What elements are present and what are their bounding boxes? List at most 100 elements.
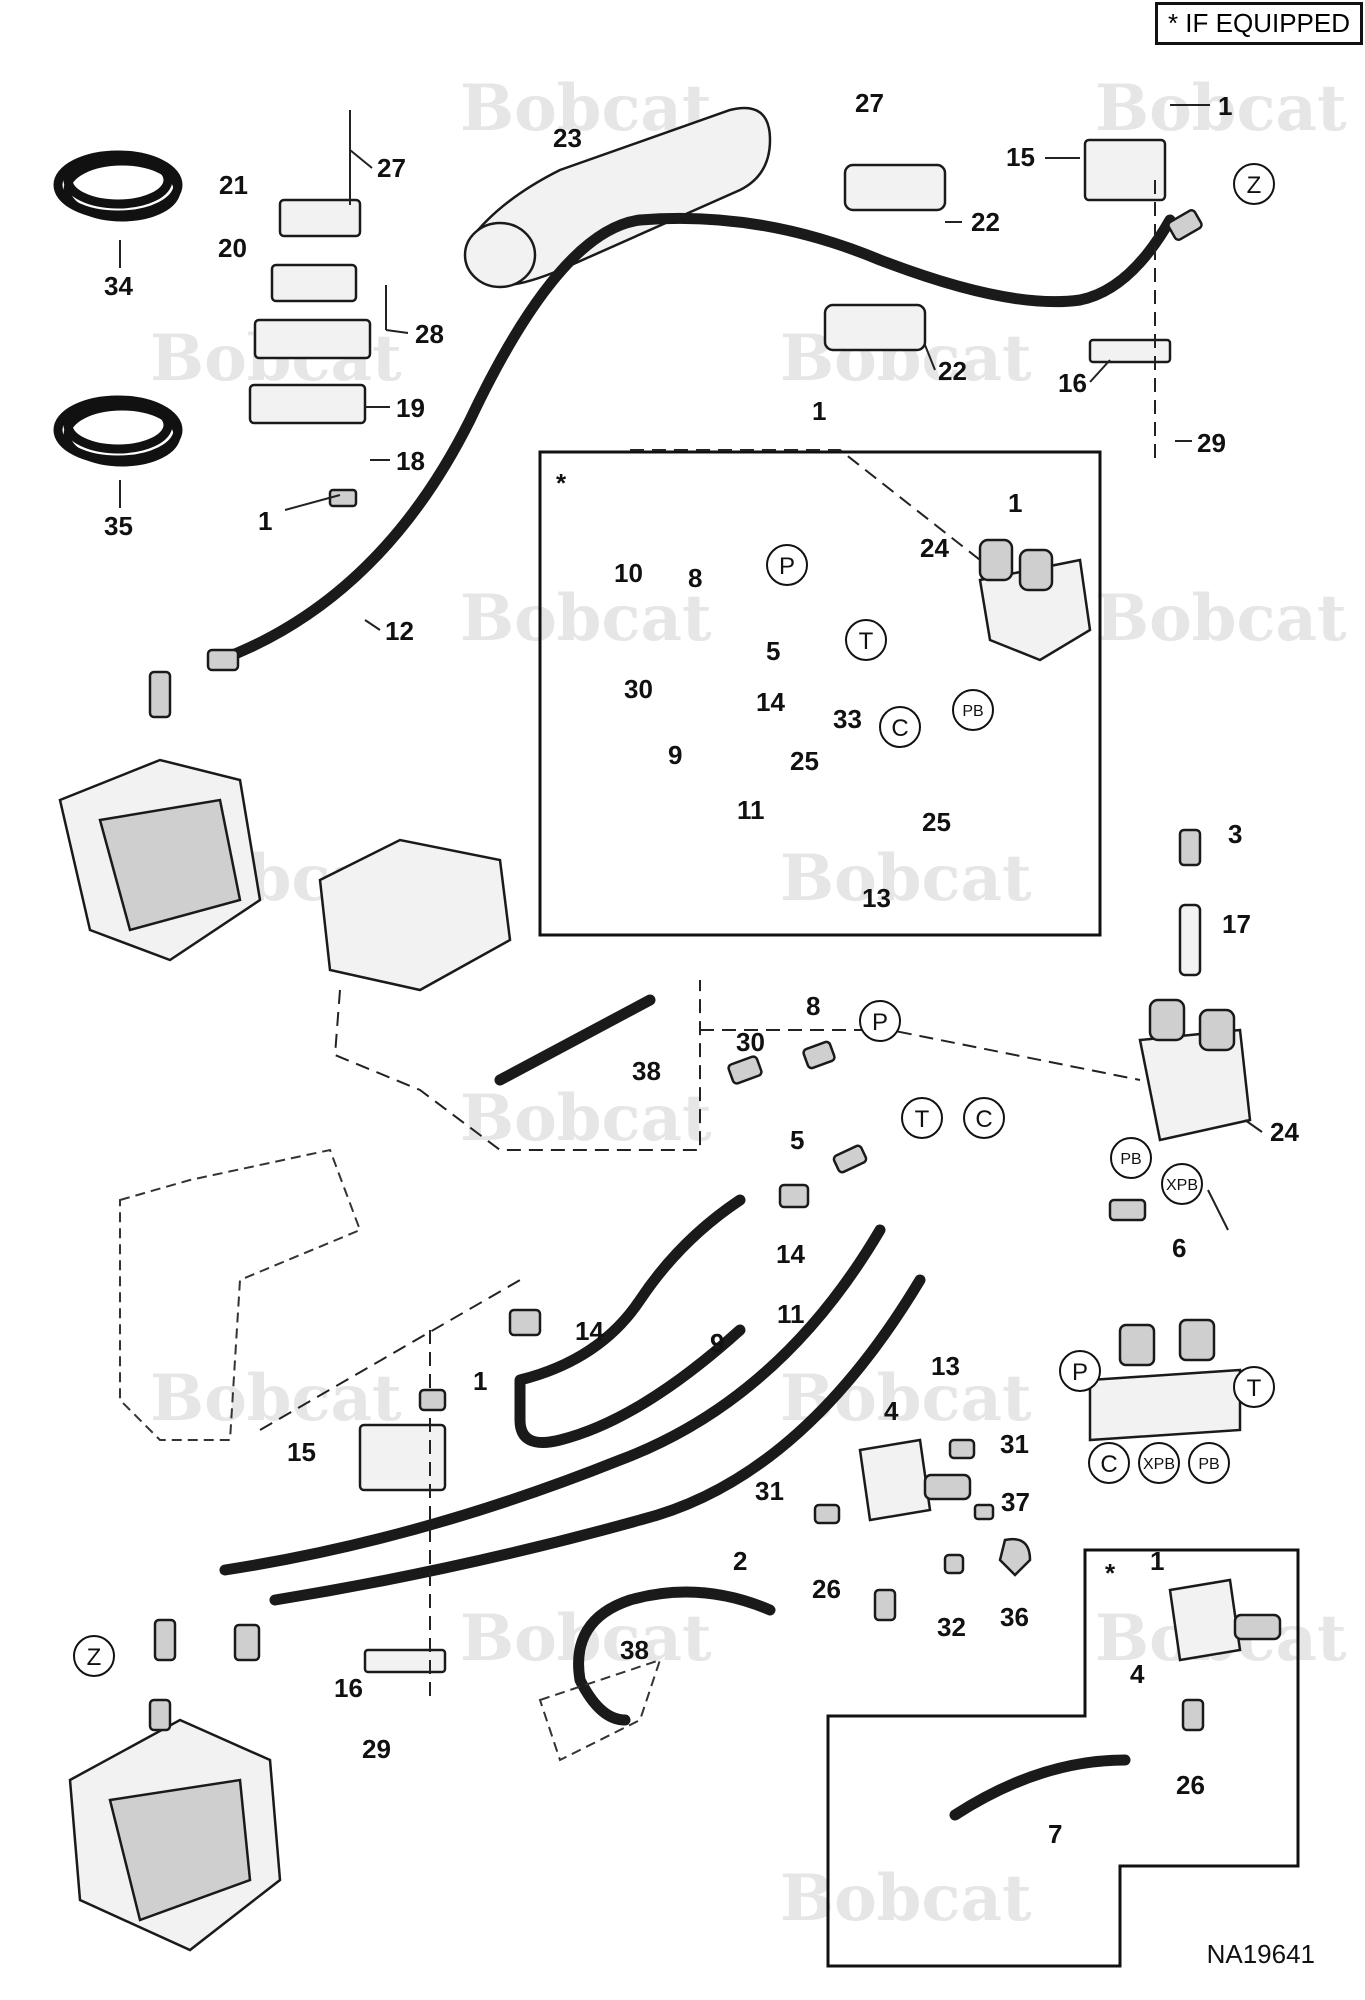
clamp-stack (248, 110, 387, 508)
callout: 22 (971, 207, 1000, 237)
port-label: PB (1120, 1151, 1141, 1168)
watermark-layer: Bobcat Bobcat Bobcat Bobcat Bobcat Bobca… (150, 71, 1347, 1936)
optional-brake-valve-inset-box (826, 1548, 1300, 1968)
callout: 29 (362, 1734, 391, 1764)
coiled-hose-34 (53, 150, 183, 222)
callout: 26 (1176, 1770, 1205, 1800)
callout: 32 (937, 1612, 966, 1642)
port-label: P (779, 553, 795, 580)
callout: 25 (922, 807, 951, 837)
callout: 17 (1222, 909, 1251, 939)
callout: 19 (396, 393, 425, 423)
port-xpb-main: XPB (1161, 1163, 1203, 1205)
hose-7 (949, 1754, 1131, 1821)
callout: 37 (1001, 1487, 1030, 1517)
port-label: C (1100, 1451, 1117, 1478)
callout-labels: 1 1 1 1 1 1 2 3 4 4 5 5 6 7 8 8 9 9 10 1… (104, 88, 1299, 1849)
callout: 14 (756, 687, 785, 717)
port-label: T (915, 1106, 930, 1133)
port-label: Z (1247, 172, 1262, 199)
hose-9 (514, 1194, 746, 1448)
callout: 26 (812, 1574, 841, 1604)
callout: 14 (776, 1239, 805, 1269)
callout: 34 (104, 271, 133, 301)
callout: 9 (710, 1328, 724, 1358)
port-label: XPB (1166, 1177, 1198, 1194)
hose-13 (269, 1274, 926, 1606)
callout: 16 (1058, 368, 1087, 398)
port-p-map: P (1059, 1350, 1101, 1392)
hose-12 (214, 212, 1176, 666)
hose-sleeve-23 (463, 106, 772, 289)
ghost-housing (119, 1148, 362, 1441)
callout: 15 (1006, 142, 1035, 172)
callout: 25 (790, 746, 819, 776)
callout: 4 (1130, 1659, 1145, 1689)
clamp-22-upper (843, 163, 947, 212)
callout: 8 (806, 991, 820, 1021)
nut-1 (328, 488, 358, 508)
port-label: PB (962, 703, 983, 720)
port-label: XPB (1143, 1456, 1175, 1473)
callout: 22 (938, 356, 967, 386)
callout: 11 (777, 1299, 805, 1329)
optional-marker: * (1105, 1558, 1116, 1588)
port-label: P (872, 1009, 888, 1036)
route-p-main (700, 1029, 1141, 1081)
optional-marker: * (556, 468, 567, 498)
callout: 1 (473, 1366, 487, 1396)
watermark: Bobcat (460, 1081, 712, 1156)
callout: 27 (377, 153, 406, 183)
callout: 30 (624, 674, 653, 704)
callout: 18 (396, 446, 425, 476)
port-p-inset: P (766, 544, 808, 586)
callout: 2 (733, 1546, 747, 1576)
watermark: Bobcat (780, 1861, 1032, 1936)
hose-38-lower (573, 1586, 776, 1726)
port-z-upper: Z (1233, 163, 1275, 205)
valve-block-port-map (1088, 1318, 1242, 1442)
callout: 1 (812, 396, 826, 426)
port-t-map: T (1233, 1366, 1275, 1408)
callout: 16 (334, 1673, 363, 1703)
callout: 33 (833, 704, 862, 734)
route-ghost (259, 1279, 521, 1431)
clamp-15-upper (1083, 138, 1167, 202)
plate-16-upper (1088, 338, 1172, 364)
optional-valve-inset-box (538, 450, 1102, 937)
drawing-number: NA19641 (1206, 1939, 1315, 1969)
port-c-map: C (1088, 1442, 1130, 1484)
callout: 15 (287, 1437, 316, 1467)
port-label: C (891, 715, 908, 742)
callout: 23 (553, 123, 582, 153)
callout: 38 (620, 1635, 649, 1665)
callout: 1 (258, 506, 272, 536)
clamp-15-lower (358, 1423, 447, 1492)
watermark: Bobcat (1095, 581, 1347, 656)
callout: 35 (104, 511, 133, 541)
watermark: Bobcat (1095, 71, 1347, 146)
callout: 1 (1008, 488, 1022, 518)
clamp-half-19 (253, 318, 372, 360)
leader-lines (119, 104, 1263, 1231)
if-equipped-legend: * IF EQUIPPED (1154, 2, 1363, 45)
fittings (148, 209, 1205, 1732)
callout: 12 (385, 616, 414, 646)
clamp-half-20 (270, 263, 358, 303)
port-c-main: C (963, 1097, 1005, 1139)
port-pb-map: PB (1188, 1442, 1230, 1484)
callout: 27 (855, 88, 884, 118)
callout: 21 (219, 170, 248, 200)
port-pb-inset: PB (952, 689, 994, 731)
callout: 36 (1000, 1602, 1029, 1632)
clamp-half-18 (248, 383, 367, 425)
callout: 6 (1172, 1233, 1186, 1263)
callout: 28 (415, 319, 444, 349)
callout: 5 (790, 1125, 804, 1155)
callout: 4 (884, 1396, 899, 1426)
callout: 7 (1048, 1819, 1062, 1849)
callout: 10 (614, 558, 643, 588)
route-p-inset (630, 449, 981, 561)
callout: 11 (737, 795, 765, 825)
